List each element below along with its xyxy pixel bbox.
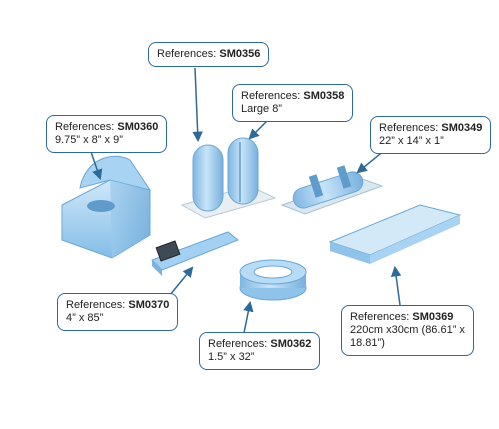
callout-prefix: References:: [350, 311, 413, 323]
foam-rolled-pad-icon: [280, 165, 384, 215]
callout-prefix: References:: [208, 338, 271, 350]
callout-code: SM0349: [441, 122, 483, 134]
callout-dimensions-line1: 220cm x30cm (86.61” x: [350, 324, 465, 336]
callout-dimensions: 1.5” x 32”: [208, 351, 255, 363]
callout-code: SM0369: [412, 311, 454, 323]
callout-dimensions: 9.75” x 8” x 9”: [55, 134, 123, 146]
callout-prefix: References:: [157, 48, 220, 60]
callout-sm0356: References: SM0356: [148, 42, 270, 67]
callout-sm0360: References: SM0360 9.75” x 8” x 9”: [46, 115, 168, 153]
arrow-sm0358: [248, 119, 269, 140]
foam-head-positioner-icon: [61, 155, 152, 259]
arrow-sm0370: [169, 266, 194, 296]
arrow-sm0356: [192, 67, 203, 143]
callout-code: SM0362: [270, 338, 312, 350]
arrow-sm0369: [390, 265, 402, 306]
callout-code: SM0358: [303, 90, 345, 102]
callout-prefix: References:: [379, 122, 442, 134]
callout-sm0362: References: SM0362 1.5” x 32”: [199, 332, 321, 370]
foam-ring-icon: [239, 259, 307, 301]
foam-mattress-pad-icon: [328, 204, 462, 264]
callout-dimensions: Large 8”: [241, 103, 282, 115]
callout-code: SM0360: [117, 121, 159, 133]
arrow-sm0362: [243, 300, 254, 334]
callout-prefix: References:: [66, 299, 129, 311]
callout-sm0358: References: SM0358 Large 8”: [232, 84, 354, 122]
callout-sm0370: References: SM0370 4” x 85”: [57, 293, 179, 331]
callout-dimensions: 22” x 14” x 1”: [379, 135, 444, 147]
callout-sm0349: References: SM0349 22” x 14” x 1”: [370, 116, 492, 154]
callout-dimensions: 4” x 85”: [66, 312, 104, 324]
callout-prefix: References:: [241, 90, 304, 102]
foam-strap-icon: [151, 231, 239, 276]
callout-dimensions-line2: 18.81”): [350, 337, 385, 349]
foam-rolls-on-base-icon: [180, 137, 277, 219]
callout-code: SM0356: [219, 48, 261, 60]
callout-sm0369: References: SM0369 220cm x30cm (86.61” x…: [341, 305, 474, 356]
callout-prefix: References:: [55, 121, 118, 133]
arrow-sm0360: [89, 148, 103, 180]
callout-code: SM0370: [128, 299, 170, 311]
